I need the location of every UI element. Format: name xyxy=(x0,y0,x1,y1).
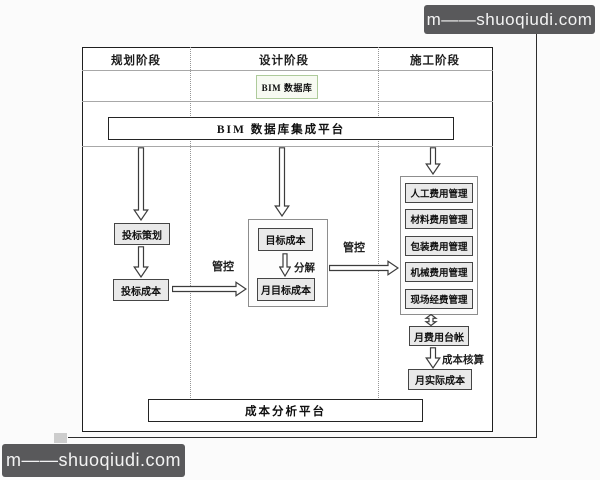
node-site-expense-mgmt: 现场经费管理 xyxy=(405,289,473,309)
node-bid-cost: 投标成本 xyxy=(113,279,169,301)
down-arrow-planning xyxy=(133,147,149,221)
column-divider-left xyxy=(190,47,191,400)
label-decompose: 分解 xyxy=(294,262,315,274)
down-arrow-construction xyxy=(425,147,441,175)
right-arrow-control-left xyxy=(172,281,247,297)
database-band-line xyxy=(82,101,493,102)
node-labor-cost-mgmt: 人工费用管理 xyxy=(405,183,473,203)
label-control-left: 管控 xyxy=(212,261,234,273)
header-divider-line xyxy=(82,70,493,71)
node-machinery-cost-mgmt: 机械费用管理 xyxy=(405,262,473,282)
down-arrow-design xyxy=(274,147,290,217)
node-monthly-ledger: 月费用台帐 xyxy=(409,326,469,346)
stage-header-design: 设计阶段 xyxy=(259,55,309,67)
watermark-bottom-left: m——shuoqiudi.com xyxy=(2,444,185,477)
right-arrow-control-right xyxy=(329,260,399,276)
node-bim-database: BIM 数据库 xyxy=(256,75,318,99)
node-target-cost: 目标成本 xyxy=(258,228,313,251)
updown-arrow-ledger xyxy=(424,314,438,326)
stage-header-construction: 施工阶段 xyxy=(410,55,460,67)
outer-frame-bottom-edge xyxy=(68,437,537,438)
node-material-cost-mgmt: 材料费用管理 xyxy=(405,209,473,229)
node-packaging-cost-mgmt: 包装费用管理 xyxy=(405,236,473,256)
down-arrow-bid xyxy=(133,246,149,278)
label-cost-accounting: 成本核算 xyxy=(442,354,484,366)
scan-artifact xyxy=(54,433,67,443)
down-arrow-cost-accounting xyxy=(425,347,441,369)
stage-header-planning: 规划阶段 xyxy=(111,55,161,67)
node-cost-analysis-platform: 成本分析平台 xyxy=(148,399,423,422)
platform-band-line xyxy=(82,146,493,147)
down-arrow-decompose xyxy=(279,253,291,277)
node-monthly-target-cost: 月目标成本 xyxy=(257,278,315,301)
outer-frame-right-edge xyxy=(536,34,537,438)
node-monthly-actual-cost: 月实际成本 xyxy=(408,369,472,390)
node-bid-planning: 投标策划 xyxy=(114,223,170,245)
column-divider-right xyxy=(378,47,379,400)
watermark-top-right: m——shuoqiudi.com xyxy=(424,5,595,34)
node-bim-integration-platform: BIM 数据库集成平台 xyxy=(108,117,454,140)
label-control-right: 管控 xyxy=(343,242,365,254)
